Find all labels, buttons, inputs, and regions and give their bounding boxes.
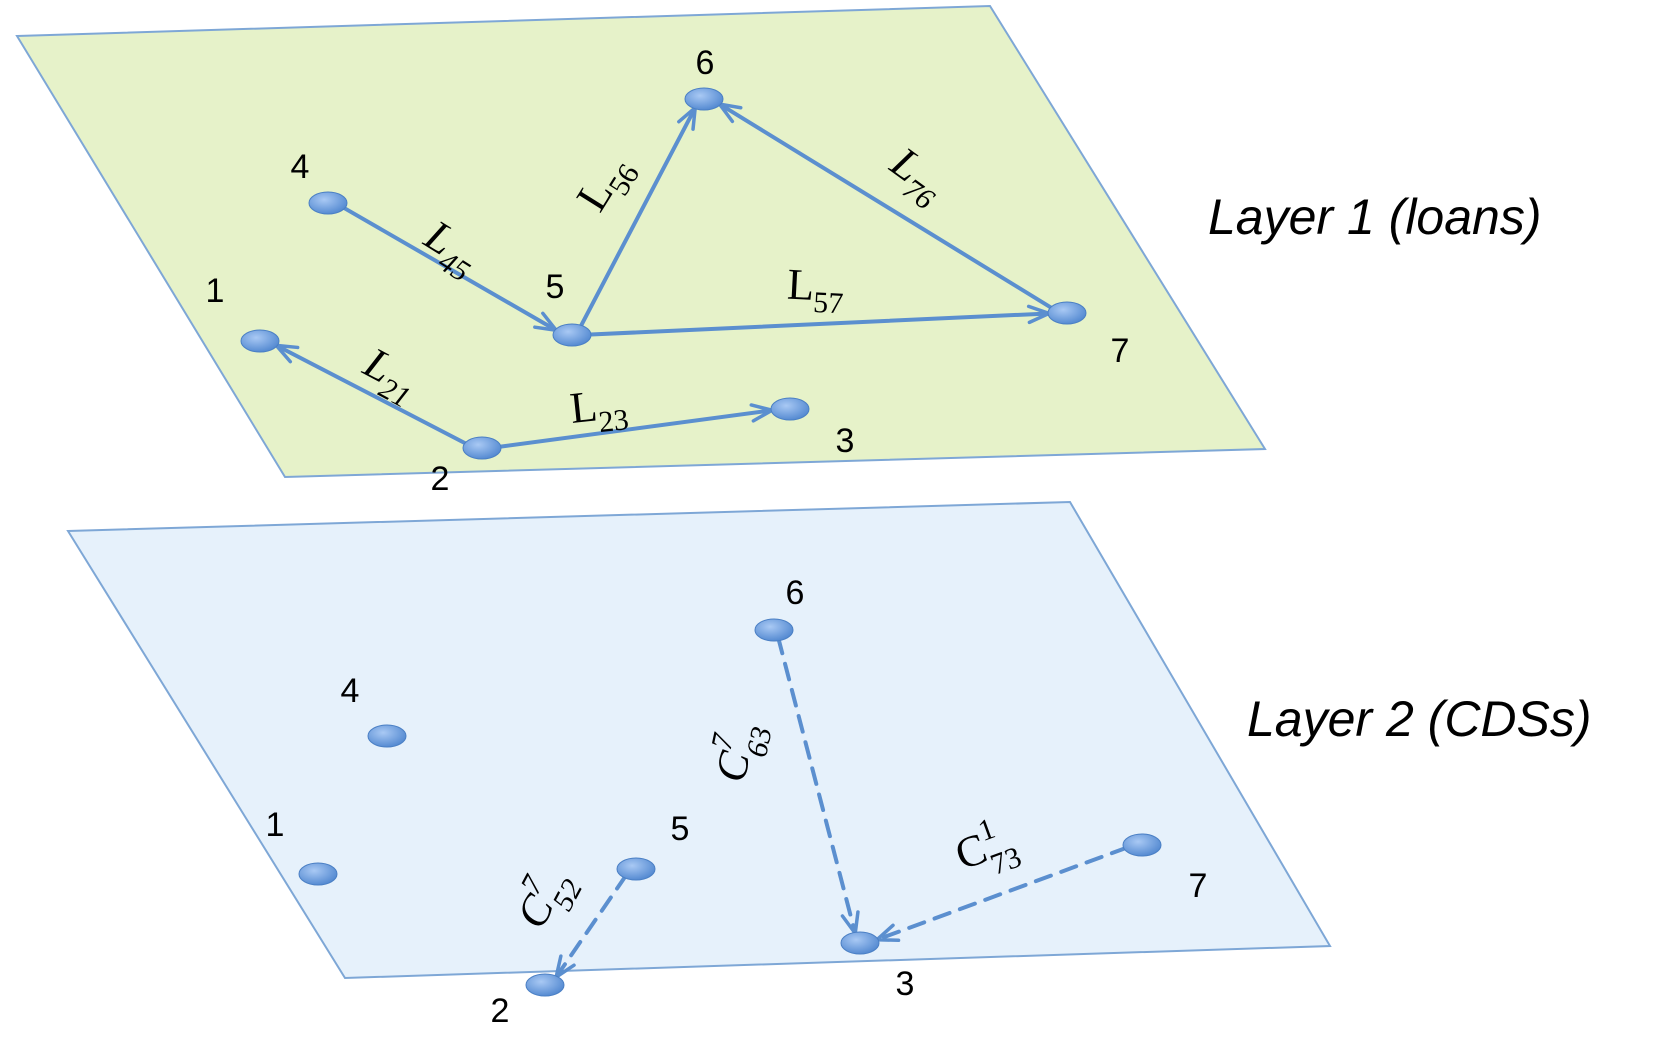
node-label-3: 3 — [836, 422, 855, 460]
node-2 — [525, 973, 565, 997]
layer-2-edges — [554, 635, 1129, 980]
edge-label-2-3: L23 — [568, 378, 631, 442]
layer-2-plane — [66, 500, 1332, 980]
node-label-1: 1 — [206, 272, 225, 310]
node-1 — [298, 862, 338, 886]
node-label-3: 3 — [896, 965, 915, 1003]
edge-4-5 — [340, 204, 559, 333]
node-7 — [1047, 301, 1087, 325]
edge-7-6 — [717, 102, 1056, 311]
node-label-7: 7 — [1189, 867, 1208, 905]
layer-2-nodes: 1 2 3 4 5 6 7 — [266, 574, 1208, 1030]
node-3 — [840, 931, 880, 955]
node-4 — [308, 191, 348, 215]
edge-label-6-3: C763 — [699, 716, 779, 788]
node-1 — [240, 329, 280, 353]
edge-5-7 — [585, 304, 1052, 337]
layer-2-title: Layer 2 (CDSs) — [1247, 691, 1592, 747]
node-label-4: 4 — [291, 148, 310, 186]
edge-6-3 — [776, 635, 860, 936]
node-5 — [616, 857, 656, 881]
edge-2-3 — [495, 403, 775, 449]
layer-1-plane — [15, 4, 1267, 479]
node-4 — [367, 724, 407, 748]
edge-7-3 — [875, 845, 1129, 943]
node-label-4: 4 — [341, 672, 360, 710]
edge-5-6 — [577, 105, 698, 331]
node-2 — [462, 436, 502, 460]
layer-1-nodes: 1 2 3 4 5 6 7 — [206, 44, 1130, 498]
layer-1-title: Layer 1 (loans) — [1208, 189, 1542, 245]
node-6 — [684, 87, 724, 111]
node-label-2: 2 — [491, 992, 510, 1030]
node-3 — [770, 397, 810, 421]
node-label-5: 5 — [671, 810, 690, 848]
node-label-1: 1 — [266, 806, 285, 844]
node-label-2: 2 — [431, 460, 450, 498]
node-label-6: 6 — [696, 44, 715, 82]
node-7 — [1122, 833, 1162, 857]
layer-1-edges — [274, 102, 1056, 449]
node-5 — [552, 323, 592, 347]
edge-2-1 — [274, 343, 470, 447]
node-6 — [754, 618, 794, 642]
node-label-7: 7 — [1111, 332, 1130, 370]
node-label-6: 6 — [786, 574, 805, 612]
node-label-5: 5 — [546, 268, 565, 306]
edge-5-2 — [554, 873, 629, 980]
edge-label-5-7: L57 — [786, 260, 846, 321]
